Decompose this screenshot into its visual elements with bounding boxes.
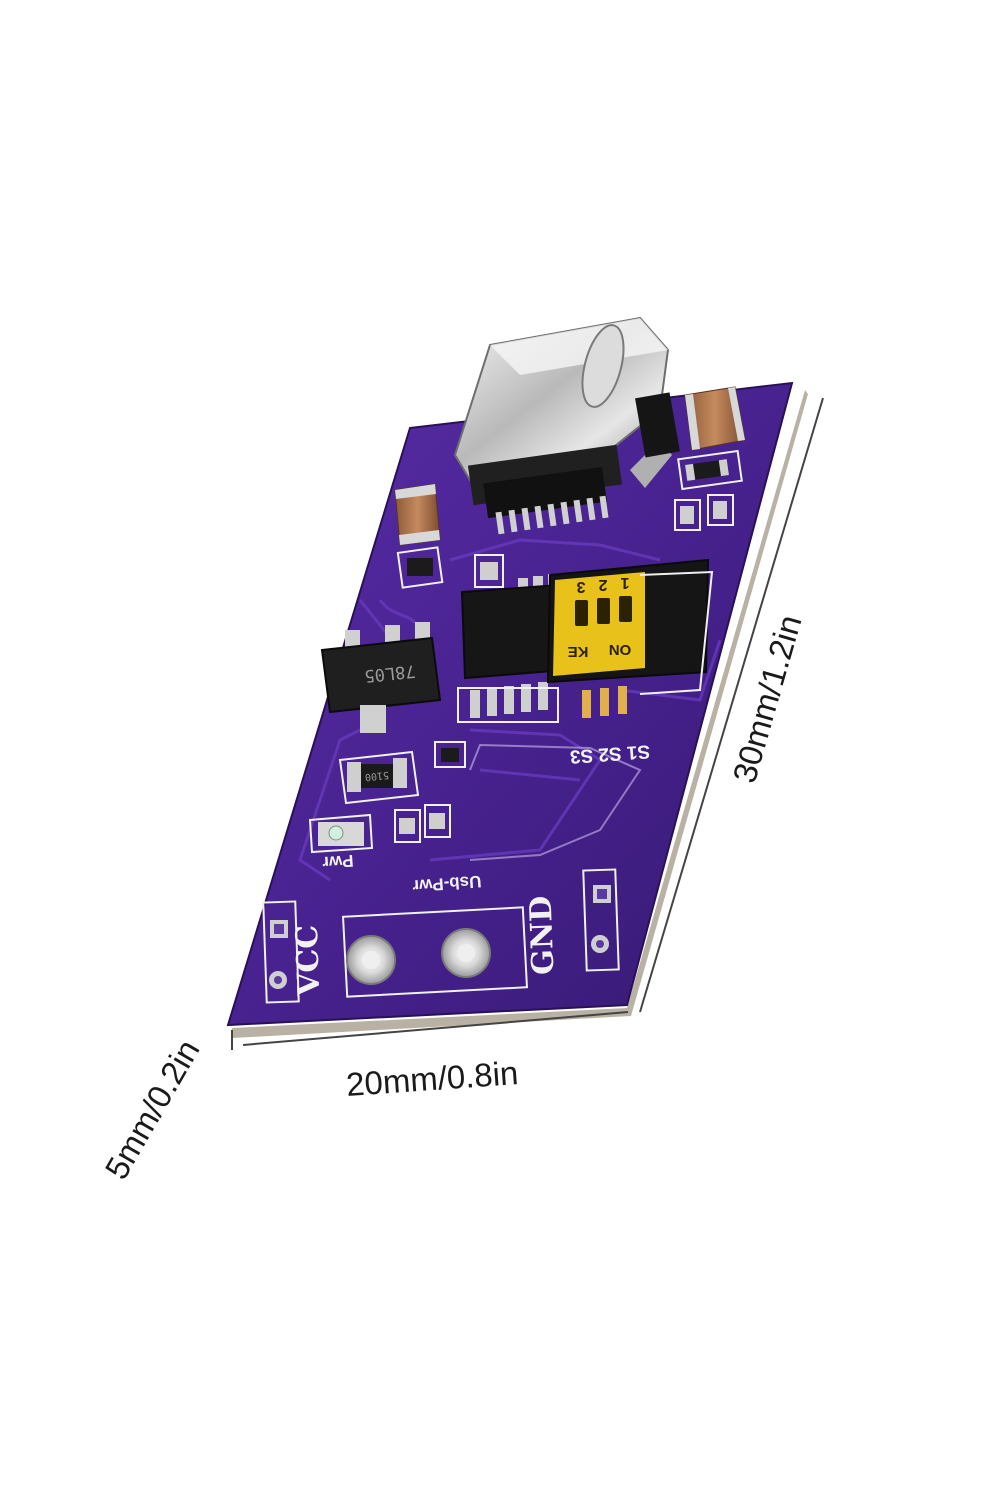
vcc-pin-header [262, 900, 300, 1004]
resistor-5100: 5100 [338, 750, 420, 805]
dip-levers [575, 596, 632, 626]
smd-components [394, 449, 743, 843]
svg-text:2: 2 [598, 576, 607, 593]
usb-c-pins [495, 495, 609, 535]
voltage-regulator: 78L05 [320, 622, 442, 733]
dip-switch[interactable]: 1 2 3 ON KE [546, 558, 714, 718]
led-label: Pwr [321, 851, 354, 872]
usb-pwr-label: Usb-Pwr [412, 872, 482, 896]
capacitor-left [394, 483, 441, 546]
svg-text:3: 3 [576, 578, 585, 595]
power-led: Pwr [308, 813, 374, 872]
dimension-lines [231, 397, 824, 1050]
width-dimension-line [242, 1011, 629, 1046]
thickness-dimension-label: 5mm/0.2in [98, 1033, 207, 1185]
gnd-label: GND [524, 895, 562, 975]
gnd-pin-header [582, 868, 620, 972]
usb-c-connector [453, 316, 680, 535]
width-dimension-label: 20mm/0.8in [345, 1054, 520, 1103]
capacitor-right [684, 386, 746, 451]
silkscreen-outline [469, 743, 642, 861]
smd-resistors [399, 459, 729, 834]
dip-pins [582, 686, 627, 718]
dip-on-label: ON [609, 641, 632, 658]
length-dimension-line [639, 397, 824, 1013]
dip-brand-label: KE [568, 643, 589, 660]
vcc-label: VCC [290, 924, 327, 997]
dip-numbers: 1 2 3 [576, 574, 629, 595]
screw-terminal-holes [341, 906, 529, 998]
svg-text:1: 1 [620, 574, 629, 591]
resistor-marking: 5100 [364, 769, 389, 782]
ic-pins-bottom [470, 682, 548, 718]
